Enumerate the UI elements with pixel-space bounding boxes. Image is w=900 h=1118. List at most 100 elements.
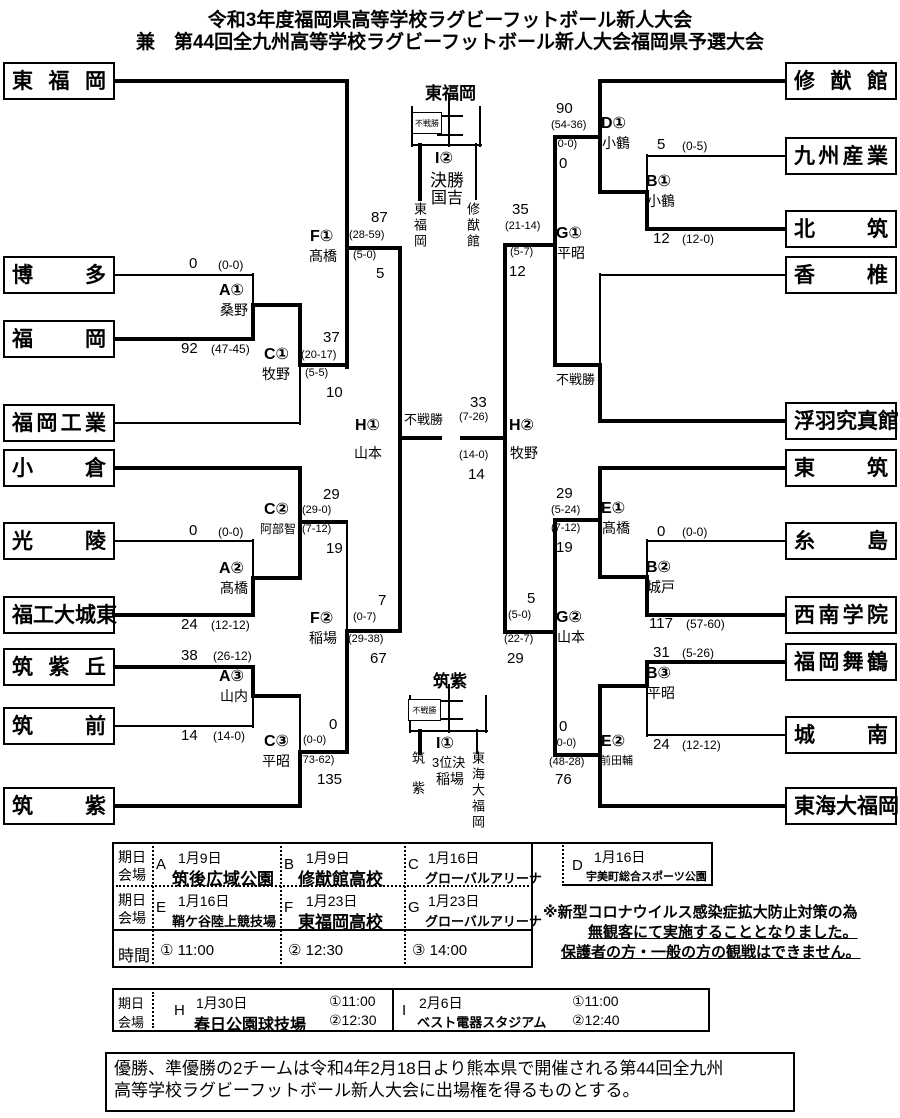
bracket-label: B② (646, 559, 672, 576)
team-name-char: 州 (818, 144, 840, 168)
team-box-東福岡: 東福岡 (3, 62, 115, 100)
team-name-char: 筑 (12, 655, 33, 679)
third-right-team-label: 東海大福岡 (470, 751, 485, 831)
team-name-char: 九 (794, 144, 815, 168)
bracket-line (598, 753, 602, 808)
venue-letter: E (156, 899, 167, 916)
bracket-line (647, 613, 785, 617)
venue-date: 2月6日 (419, 995, 463, 1011)
time-slot: ① 11:00 (160, 942, 215, 959)
venue-letter: H (174, 1002, 185, 1019)
bracket-line (645, 190, 649, 231)
bracket-label: 90 (556, 100, 573, 117)
bracket-line (437, 718, 463, 720)
bracket-line (437, 115, 463, 117)
bracket-label: (0-5) (682, 139, 708, 153)
team-name-char: 岡 (818, 650, 840, 674)
team-box-筑前: 筑前 (3, 707, 115, 745)
row-header: 時間 (118, 948, 151, 965)
bracket-line (300, 750, 347, 754)
venue-name: 宇美町総合スポーツ公園 (586, 871, 707, 883)
bracket-label: 5 (376, 265, 385, 282)
schedule-cell-d: D 1月16日 宇美町総合スポーツ公園 (562, 842, 713, 886)
row-header: 会場 (118, 910, 146, 926)
bracket-label: 桑野 (220, 302, 248, 318)
bracket-line (437, 134, 463, 136)
bracket-label: (5-26) (682, 646, 715, 660)
bracket-line (598, 466, 602, 522)
venue-date: 1月30日 (196, 995, 248, 1011)
venue-letter: F (284, 899, 294, 916)
team-name-char: 筑 (867, 217, 888, 241)
bracket-line (598, 135, 602, 194)
bracket-line (252, 273, 254, 307)
bracket-line (555, 518, 600, 522)
bracket-line (418, 143, 422, 201)
team-name-char: 筑 (12, 794, 33, 818)
bracket-label: 平昭 (647, 685, 675, 701)
bracket-label: A② (219, 560, 245, 577)
bracket-line (600, 79, 785, 83)
row-header: 期日 (118, 996, 145, 1011)
venue-letter: G (408, 899, 420, 916)
bracket-label: (5-0) (353, 249, 377, 261)
venue-date: 1月23日 (428, 893, 480, 909)
bracket-label: 前田輔 (600, 755, 633, 767)
bracket-label: F① (310, 228, 334, 245)
schedule-table-primary: 期日 会場 期日 会場 時間 A 1月9日 筑後広域公園 B 1月9日 修猷館高… (112, 842, 713, 968)
bracket-label: 12 (509, 263, 526, 280)
bracket-line (598, 518, 602, 579)
team-name-char: 真 (857, 409, 878, 433)
bracket-line (400, 436, 442, 440)
bracket-label: 牧野 (510, 445, 538, 461)
team-name-char: 岡 (878, 794, 899, 818)
team-name-char: 福 (12, 411, 33, 435)
team-box-糸島: 糸島 (785, 522, 897, 560)
bracket-line (598, 684, 602, 757)
team-box-筑紫: 筑紫 (3, 787, 115, 825)
bracket-line (600, 684, 647, 688)
qualification-note-line1: 優勝、準優勝の2チームは令和4年2月18日より熊本県で開催される第44回全九州 (114, 1059, 724, 1078)
bracket-label: 平昭 (557, 245, 585, 261)
bracket-label: 24 (181, 616, 198, 633)
bracket-label: (0-0) (553, 737, 577, 749)
bracket-line (115, 274, 253, 276)
table-border (531, 842, 564, 844)
final-referee: 国吉 (431, 190, 464, 207)
bracket-label: (7-26) (459, 411, 489, 423)
table-divider (116, 885, 529, 887)
bracket-line (646, 539, 648, 579)
bracket-label: 67 (370, 650, 387, 667)
team-name-char: 南 (867, 723, 888, 747)
bracket-line (645, 575, 649, 617)
team-name-char: 海 (815, 794, 836, 818)
team-name-char: 浮 (794, 409, 815, 433)
bracket-label: (54-36) (551, 119, 587, 131)
team-name-char: 産 (842, 144, 864, 168)
team-box-博多: 博多 (3, 256, 115, 294)
bracket-label: 城戸 (647, 579, 675, 595)
bracket-line (505, 630, 555, 634)
team-box-北筑: 北筑 (785, 210, 897, 248)
bracket-label: (26-12) (213, 649, 252, 663)
bracket-line (460, 436, 505, 440)
final-right-team-label: 修猷館 (465, 202, 480, 250)
third-left-team-label: 筑紫 (410, 751, 425, 811)
venue-date: 1月23日 (306, 893, 358, 909)
table-divider (280, 846, 282, 964)
time-slot: ②12:30 (329, 1012, 377, 1028)
bracket-label: (5-7) (510, 246, 534, 258)
bracket-label: 31 (653, 644, 670, 661)
bracket-line (553, 518, 557, 634)
team-name-char: 福 (794, 650, 815, 674)
bracket-label: 山本 (354, 445, 382, 461)
bracket-label: F② (310, 610, 334, 627)
team-name-char: 福 (12, 327, 33, 351)
bracket-line (299, 363, 301, 425)
team-name-char: 鶴 (866, 650, 888, 674)
bracket-line (251, 665, 255, 698)
bracket-line (115, 79, 347, 83)
final-round-label: 決勝 (430, 171, 464, 190)
bracket-line (418, 729, 422, 755)
bracket-line (600, 190, 647, 194)
